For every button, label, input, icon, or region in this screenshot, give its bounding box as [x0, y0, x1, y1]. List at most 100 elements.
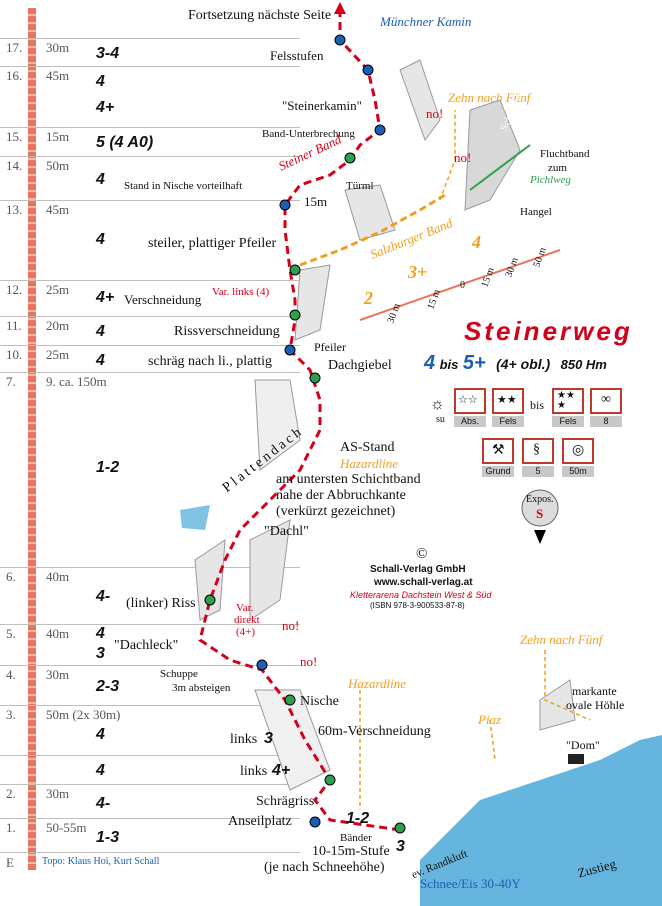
sling-box: §	[522, 438, 554, 464]
pitch-row-5: 5. 40m 4 3	[0, 624, 300, 662]
gear-box: ⚒	[482, 438, 514, 464]
up-arrow-icon	[334, 2, 346, 14]
schuppe-label-1: Schuppe	[160, 668, 198, 680]
felsstufen-label: Felsstufen	[270, 48, 324, 63]
pitch-number: 15.	[6, 129, 23, 144]
pitch-length: 9. ca. 150m	[46, 374, 107, 389]
muenchner-kamin-label: Münchner Kamin	[380, 14, 472, 29]
snowfield	[420, 735, 662, 906]
pitch-number: 4.	[6, 667, 16, 682]
pitch-length: 45m	[46, 68, 70, 83]
pitch-row-11: 11. 20m 4	[0, 316, 300, 340]
links-3-grade: 3	[264, 730, 273, 747]
pitch-grade: 3	[96, 645, 105, 662]
pitch-row-10: 10. 25m 4	[0, 345, 300, 369]
schichtband-label-1: am untersten Schichtband	[276, 472, 421, 487]
pitch-row-17: 17. 30m 3-4	[0, 38, 300, 62]
publisher-isbn: (ISBN 978-3-900533-87-8)	[370, 601, 465, 610]
pfeiler-label: Pfeiler	[314, 340, 346, 354]
schichtband-label-2: nahe der Abbruchkante	[276, 488, 406, 503]
continuation-label: Fortsetzung nächste Seite	[188, 8, 332, 23]
links-4plus-grade: 4+	[272, 762, 291, 779]
fluchtband-arrow-icon	[469, 144, 531, 191]
rope-icon: ◎	[572, 443, 585, 458]
topo-credit: Topo: Klaus Hoi, Kurt Schall	[42, 856, 160, 867]
dom-cave-icon	[568, 754, 584, 764]
grade-bis: bis	[439, 357, 459, 372]
hazardline-lower-label: Hazardline	[348, 676, 407, 691]
rating-abs-box: ☆☆	[454, 388, 486, 414]
pitch-number: 16.	[6, 68, 23, 83]
schuppe-label-2: 3m absteigen	[172, 682, 231, 694]
grade-obligatory: (4+ obl.)	[496, 356, 551, 372]
baender-label: Bänder	[340, 832, 372, 844]
pool	[180, 505, 210, 530]
no-label: no!	[300, 654, 318, 669]
rope-box: ◎	[562, 438, 594, 464]
pitch-length: 25m	[46, 347, 70, 362]
no-label: no!	[454, 150, 472, 165]
pitch-grade: 1-3	[96, 829, 120, 846]
hangel-label: Hangel	[520, 206, 552, 218]
zehn-lower-line	[544, 650, 591, 721]
sling-caption: 5	[522, 466, 554, 477]
schneehoehe-label: (je nach Schneehöhe)	[264, 860, 385, 875]
pitch-row-4: 4. 30m 2-3	[0, 665, 300, 695]
rating-fels2-caption: Fels	[552, 416, 584, 427]
pitch-row-13: 13. 45m 4	[0, 200, 300, 248]
fluchtband-label: Fluchtband	[540, 148, 590, 160]
pitch-row-3b: 4	[0, 755, 300, 779]
pitch-grade: 4	[96, 73, 105, 90]
stand-nische-label: Stand in Nische vorteilhaft	[124, 180, 243, 192]
compass-icon	[521, 489, 559, 527]
pitch-grade: 5 (4 A0)	[96, 134, 154, 151]
stars-icon: ★★ ★	[557, 390, 575, 411]
publisher-url: www.schall-verlag.at	[374, 577, 473, 588]
grade-max: 5+	[462, 352, 486, 374]
no-label: no!	[426, 106, 444, 121]
schnee-label: Schnee/Eis 30-40Y	[420, 876, 521, 891]
pitch-row-6: 6. 40m 4-	[0, 567, 300, 605]
pitch-row-3: 3. 50m (2x 30m) 4	[0, 705, 300, 743]
pitch-grade: 4-	[96, 588, 111, 605]
piaz-label: Piaz	[478, 712, 502, 727]
pitch-row-15: 15. 15m 5 (4 A0)	[0, 127, 300, 151]
pitch-number: 13.	[6, 202, 23, 217]
pitch-number: 6.	[6, 569, 16, 584]
pitch-number: 17.	[6, 40, 23, 55]
pitch-number: 2.	[6, 786, 16, 801]
pitch-grade: 4	[96, 352, 105, 369]
pitch-row-1: 1. 50-55m 1-3	[0, 818, 300, 846]
pitch-row-e: E	[0, 852, 300, 870]
pitch-grade: 4+	[96, 289, 115, 306]
pitch-grade: 3-4	[96, 45, 120, 62]
pitch-grade: 4	[96, 171, 105, 188]
rating-fels-caption: Fels	[492, 416, 524, 427]
zum-label: zum	[548, 162, 567, 174]
pitch-grade: 4+	[96, 99, 115, 116]
riss-label: (linker) Riss	[126, 596, 196, 611]
rating-fels-box: ★★	[492, 388, 524, 414]
pitch-grade: 4	[96, 625, 105, 642]
compass-arrow-icon	[534, 530, 546, 544]
scale-grade-3plus: 3+	[408, 262, 428, 282]
pitch-number: 14.	[6, 158, 23, 173]
publisher-name: Schall-Verlag GmbH	[370, 564, 466, 575]
pitch-row-16: 16. 45m 4	[0, 66, 300, 90]
quickdraw-icon: ∞	[601, 392, 611, 407]
elevation-ruler	[28, 8, 36, 870]
schichtband-label-3: (verkürzt gezeichnet)	[276, 504, 396, 519]
expos-direction: S	[536, 506, 544, 521]
su-label: su	[436, 414, 445, 425]
zehn-nach-fuenf-line	[439, 110, 456, 201]
route-title: Steinerweg	[464, 316, 633, 346]
pitch-length: 25m	[46, 282, 70, 297]
belay-stations	[204, 34, 406, 834]
schraegriss-label: Schrägriss	[256, 794, 315, 809]
scale-grade-2: 2	[364, 288, 373, 308]
pitch-number: 3.	[6, 707, 16, 722]
var-direkt-label-2: direkt	[234, 614, 260, 626]
no-label: no!	[282, 618, 300, 633]
pitch-number: 12.	[6, 282, 23, 297]
var-links-label: Var. links (4)	[212, 286, 270, 298]
